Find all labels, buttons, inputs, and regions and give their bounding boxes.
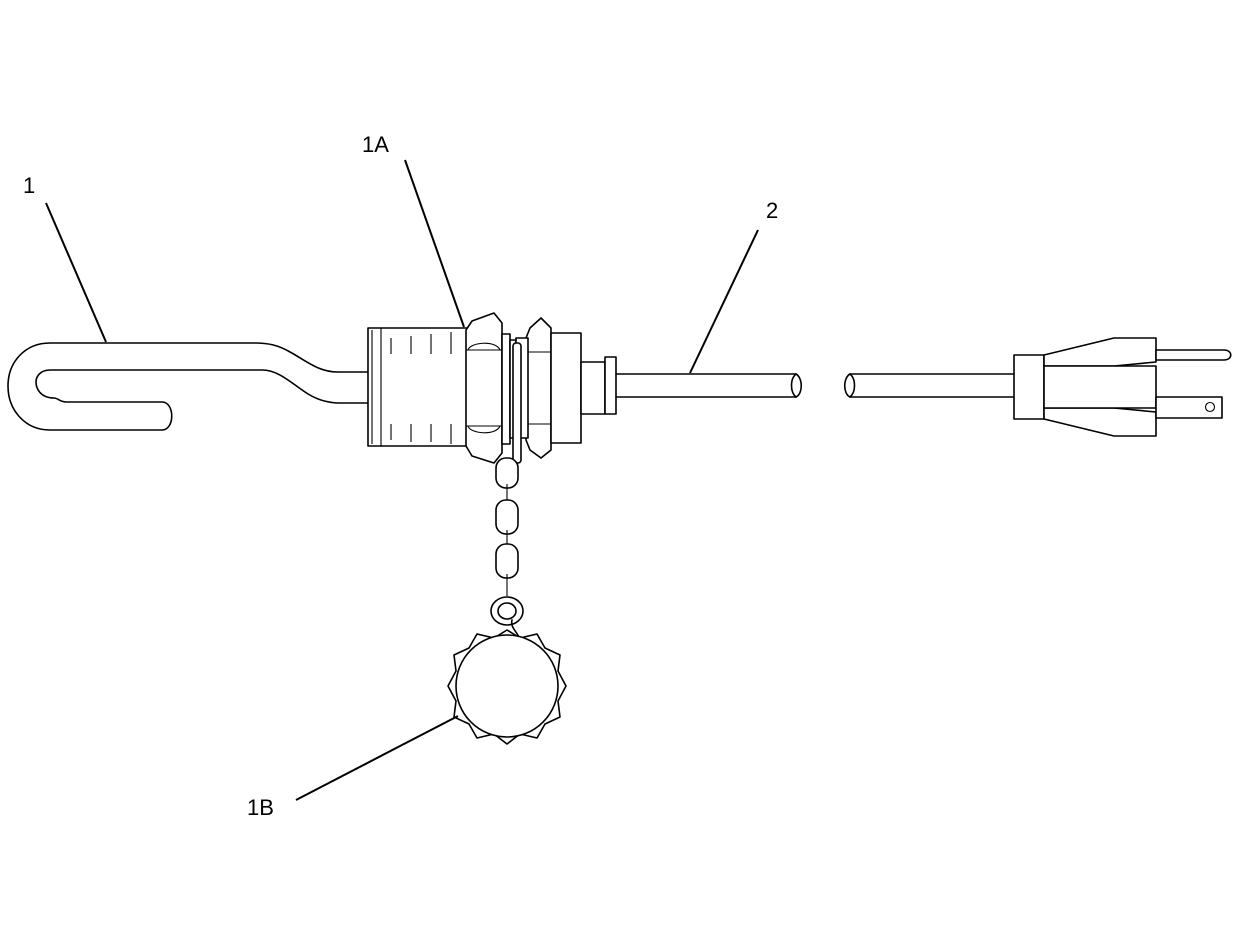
leader-item1a (404, 159, 465, 328)
callout-item1: 1 (23, 173, 35, 198)
leader-item2 (689, 229, 759, 374)
plug (1013, 337, 1232, 437)
retaining-chain (490, 342, 524, 641)
large-hex-nut (465, 312, 503, 464)
leader-item1b (295, 715, 459, 801)
leader-item1 (45, 202, 107, 343)
dust-cap (447, 629, 567, 745)
heater-element (7, 342, 369, 431)
small-hex-nut (525, 317, 552, 459)
callout-item2: 2 (766, 198, 778, 223)
power-cord (615, 373, 1015, 398)
callout-item1a: 1A (362, 132, 389, 157)
callout-item1b: 1B (247, 795, 274, 820)
threaded-body (367, 327, 469, 447)
body-collar (515, 332, 617, 444)
